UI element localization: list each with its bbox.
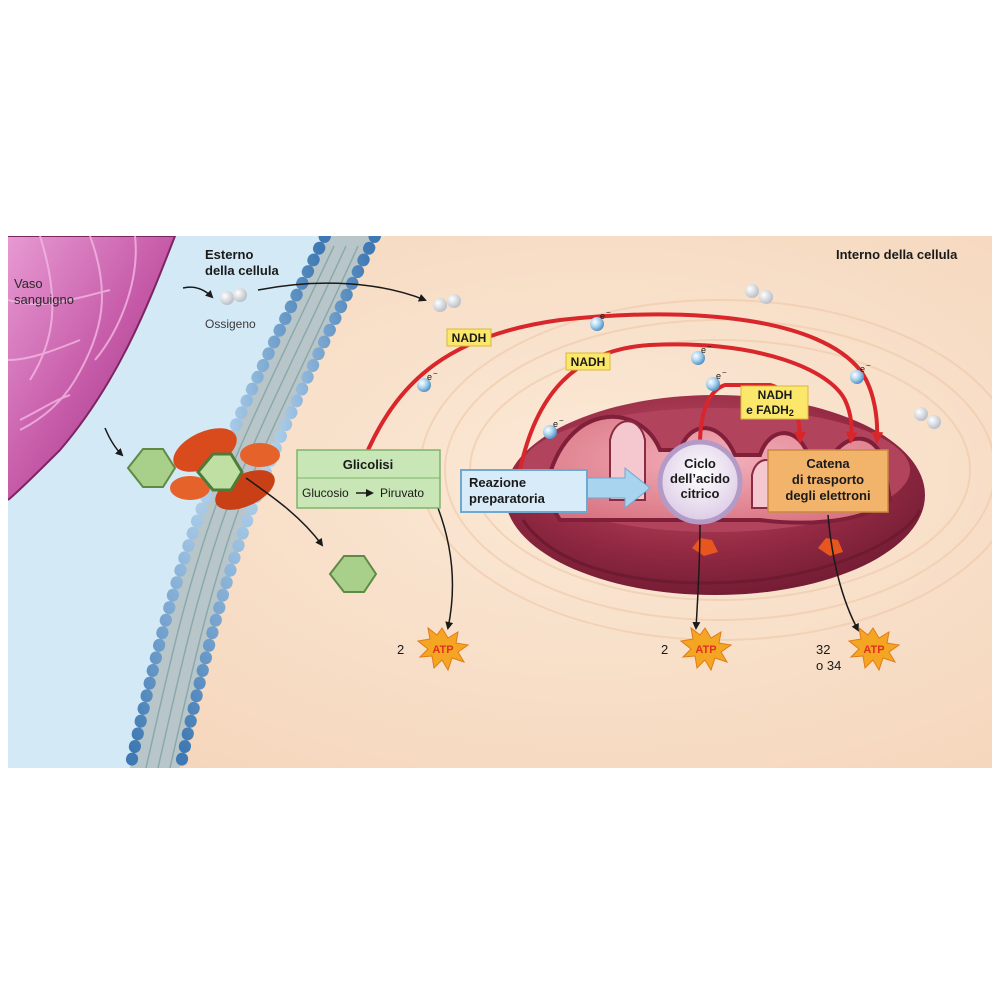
vessel-label-1: Vaso bbox=[14, 276, 43, 291]
atp-star-citric: ATP bbox=[679, 626, 733, 672]
electron-icon: e − bbox=[850, 361, 871, 384]
atp-arrow-citric bbox=[692, 524, 701, 630]
oxygen-molecule-icon bbox=[220, 288, 247, 305]
prep-reaction-box: Reazione preparatoria bbox=[460, 469, 588, 513]
svg-text:Reazione: Reazione bbox=[469, 475, 526, 490]
electron-icon: e − bbox=[590, 308, 611, 331]
oxygen-molecule-icon bbox=[745, 284, 773, 304]
svg-text:NADH: NADH bbox=[758, 388, 793, 402]
atp-synthase-etc bbox=[818, 538, 843, 556]
etc-box: Catena di trasporto degli elettroni bbox=[767, 449, 889, 513]
svg-text:di trasporto: di trasporto bbox=[792, 472, 864, 487]
glucose-arrow bbox=[245, 477, 324, 547]
citric-cycle-label: Ciclo dell’acido citrico bbox=[670, 456, 730, 501]
oxygen-label: Ossigeno bbox=[205, 317, 256, 331]
svg-text:−: − bbox=[866, 361, 871, 370]
svg-text:e: e bbox=[860, 364, 865, 374]
atp-arrow-glycolysis bbox=[437, 507, 454, 630]
fadh-label: e FADH bbox=[746, 403, 789, 417]
svg-text:preparatoria: preparatoria bbox=[469, 491, 546, 506]
glycolysis-to: Piruvato bbox=[380, 486, 424, 500]
svg-text:NADH: NADH bbox=[571, 355, 606, 369]
fadh-subscript: 2 bbox=[789, 408, 794, 418]
svg-text:Ciclo: Ciclo bbox=[684, 456, 716, 471]
svg-text:−: − bbox=[433, 369, 438, 378]
atp-arrow-etc bbox=[827, 514, 859, 632]
svg-text:citrico: citrico bbox=[680, 486, 719, 501]
nadh-badge: NADH bbox=[565, 352, 611, 371]
electron-icon: e − bbox=[543, 416, 564, 439]
svg-text:e: e bbox=[701, 345, 706, 355]
glucose-icon bbox=[196, 452, 244, 492]
atp-count-citric: 2 bbox=[661, 642, 668, 657]
glycolysis-from: Glucosio bbox=[302, 486, 349, 500]
citric-cycle-circle bbox=[657, 439, 743, 525]
svg-text:e: e bbox=[427, 372, 432, 382]
svg-text:−: − bbox=[722, 368, 727, 377]
atp-star-glycolysis: ATP bbox=[416, 626, 470, 672]
blood-vessel bbox=[8, 236, 177, 501]
atp-count-glycolysis: 2 bbox=[397, 642, 404, 657]
atp-count-etc-1: 32 bbox=[816, 642, 830, 657]
electron-icon: e − bbox=[417, 369, 438, 392]
oxygen-molecule-icon bbox=[433, 294, 461, 312]
svg-text:ATP: ATP bbox=[695, 644, 716, 656]
svg-text:dell’acido: dell’acido bbox=[670, 471, 730, 486]
svg-text:ATP: ATP bbox=[863, 644, 884, 656]
glucose-arrow bbox=[104, 427, 124, 457]
svg-text:e FADH2: e FADH2 bbox=[746, 403, 794, 418]
svg-text:degli elettroni: degli elettroni bbox=[785, 488, 870, 503]
glucose-icon bbox=[126, 448, 177, 488]
nadh-arrow-outer bbox=[366, 312, 884, 451]
svg-text:Catena: Catena bbox=[806, 456, 850, 471]
nadh-badge: NADH bbox=[446, 328, 492, 347]
nadh-arrow-inner bbox=[518, 342, 858, 471]
svg-text:e: e bbox=[553, 419, 558, 429]
glucose-icon bbox=[328, 555, 378, 593]
svg-text:−: − bbox=[606, 308, 611, 317]
electron-icon: e − bbox=[691, 342, 712, 365]
prep-to-citric-arrow bbox=[584, 466, 651, 510]
svg-text:ATP: ATP bbox=[432, 644, 453, 656]
atp-star-etc: ATP bbox=[847, 626, 901, 672]
svg-text:e: e bbox=[600, 311, 605, 321]
electron-icon: e − bbox=[706, 368, 727, 391]
svg-text:−: − bbox=[707, 342, 712, 351]
oxygen-molecule-icon bbox=[914, 407, 941, 429]
svg-text:NADH: NADH bbox=[452, 331, 487, 345]
atp-synthase-citric bbox=[692, 538, 718, 556]
glycolysis-title: Glicolisi bbox=[343, 457, 394, 472]
svg-text:−: − bbox=[559, 416, 564, 425]
oxygen-arrow bbox=[182, 286, 214, 299]
svg-text:e: e bbox=[716, 371, 721, 381]
vessel-label-2: sanguigno bbox=[14, 292, 74, 307]
outside-label-1: Esterno bbox=[205, 247, 253, 262]
glycolysis-box: Glicolisi Glucosio Piruvato bbox=[296, 449, 441, 509]
outside-label-2: della cellula bbox=[205, 263, 279, 278]
nadh-fadh2-badge: NADH e FADH2 bbox=[740, 385, 809, 420]
oxygen-arrow bbox=[257, 282, 427, 302]
atp-count-etc-2: o 34 bbox=[816, 658, 841, 673]
inside-label: Interno della cellula bbox=[836, 247, 958, 262]
